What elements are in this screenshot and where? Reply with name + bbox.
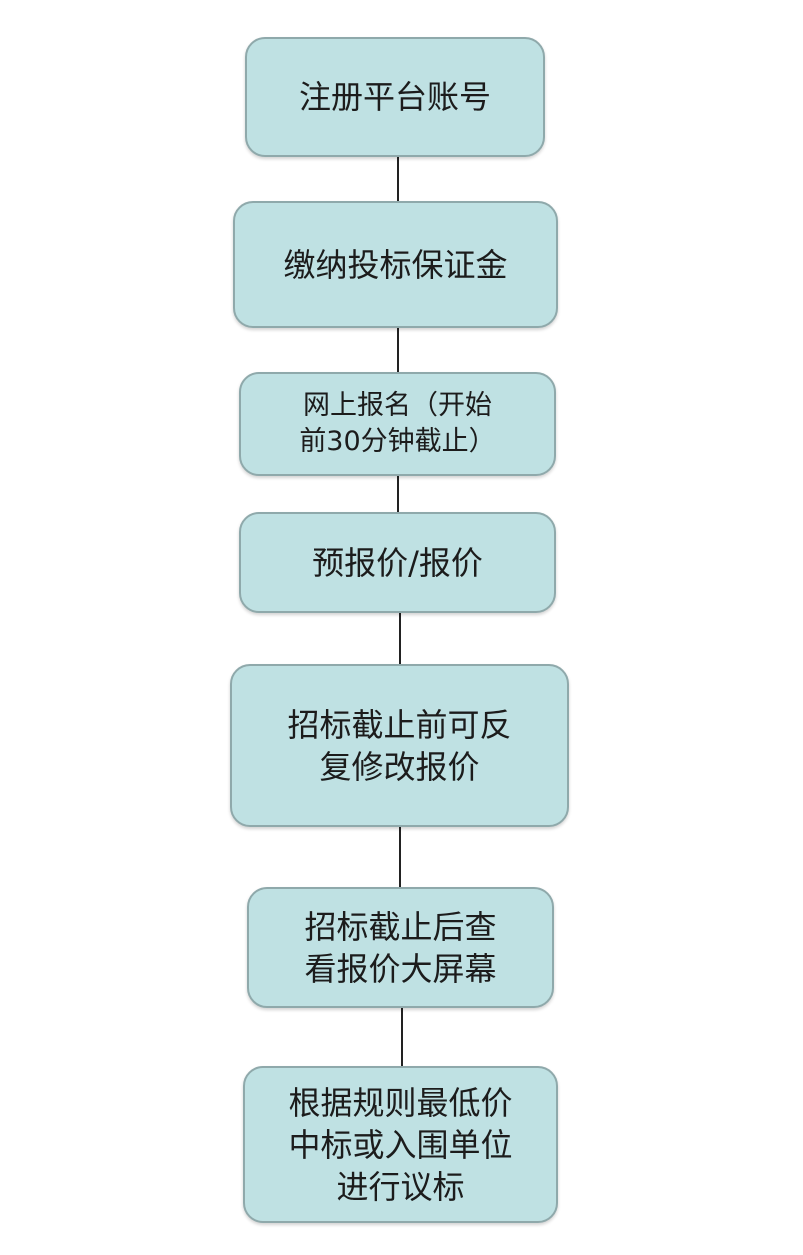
step-label: 预报价/报价 (312, 543, 483, 582)
connector-5-6 (399, 827, 401, 887)
step-register-account: 注册平台账号 (245, 37, 545, 157)
step-modify-quote: 招标截止前可反 复修改报价 (230, 664, 569, 827)
step-award-negotiation: 根据规则最低价 中标或入围单位 进行议标 (243, 1066, 558, 1223)
step-pay-bid-deposit: 缴纳投标保证金 (233, 201, 558, 328)
step-pre-quote: 预报价/报价 (239, 512, 556, 613)
step-online-registration: 网上报名（开始 前30分钟截止） (239, 372, 556, 476)
step-label: 注册平台账号 (298, 78, 491, 116)
step-view-quote-screen: 招标截止后查 看报价大屏幕 (247, 887, 554, 1008)
step-label: 招标截止后查 看报价大屏幕 (304, 907, 497, 988)
connector-3-4 (397, 476, 399, 512)
step-label: 缴纳投标保证金 (283, 245, 508, 284)
connector-6-7 (401, 1008, 403, 1066)
step-label: 根据规则最低价 中标或入围单位 进行议标 (288, 1083, 513, 1206)
connector-1-2 (397, 157, 399, 201)
connector-4-5 (399, 613, 401, 664)
connector-2-3 (397, 328, 399, 372)
step-label: 招标截止前可反 复修改报价 (287, 705, 512, 786)
step-label: 网上报名（开始 前30分钟截止） (299, 390, 496, 457)
